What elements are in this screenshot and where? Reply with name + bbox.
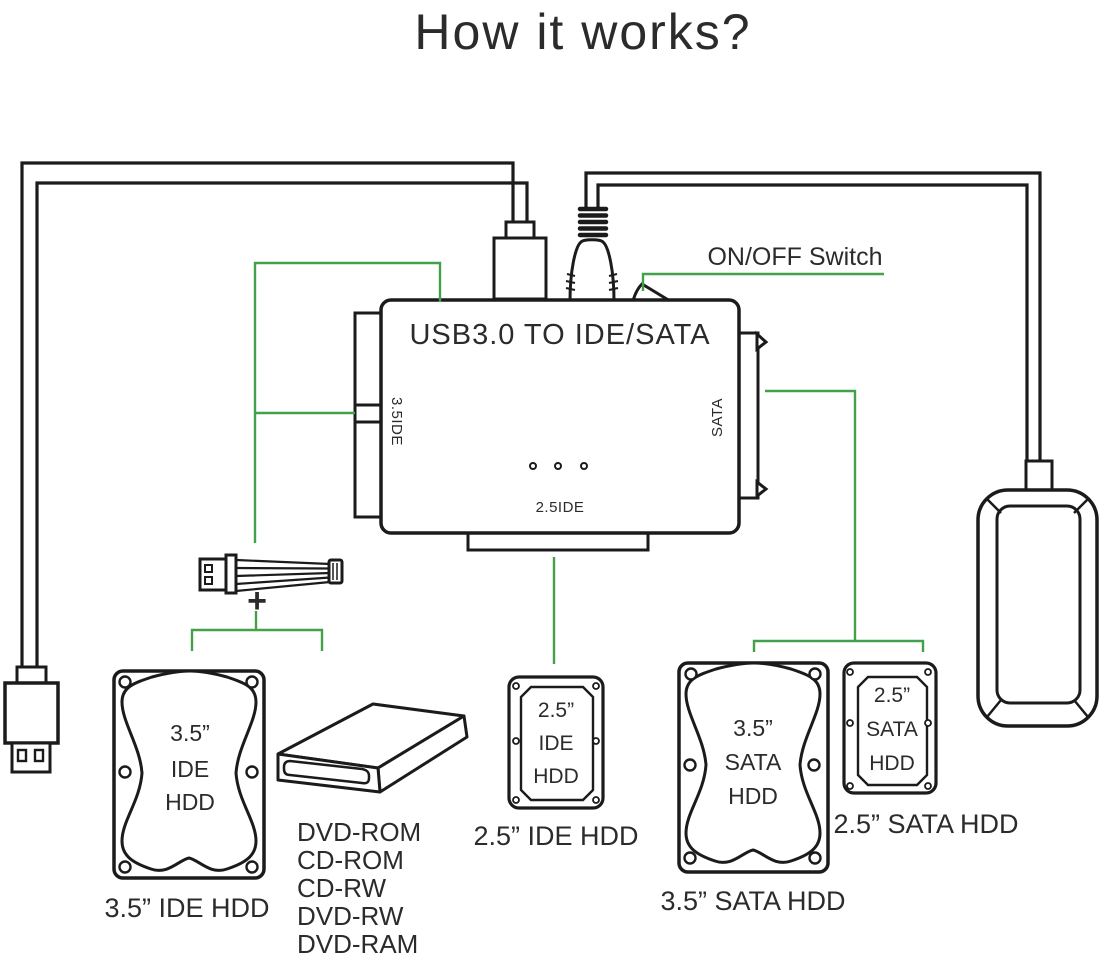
svg-text:DVD-RW: DVD-RW xyxy=(297,901,404,931)
hdd-35-ide xyxy=(112,669,266,880)
hdd-25-sata-bus: SATA xyxy=(866,718,918,741)
hdd-25-sata-caption: 2.5” SATA HDD xyxy=(833,809,1018,839)
optical-drive xyxy=(276,702,469,794)
sata-port xyxy=(736,331,760,500)
hdd-35-ide-bus: IDE xyxy=(171,756,209,782)
svg-text:CD-RW: CD-RW xyxy=(297,873,387,903)
strain-relief xyxy=(1024,459,1054,494)
port-bottom-label: 2.5IDE xyxy=(536,499,585,516)
usb-cable-outer xyxy=(20,161,515,667)
plug-ridges xyxy=(577,206,609,238)
screw-holes xyxy=(846,668,932,790)
ide-35-port xyxy=(353,311,384,519)
svg-text:DVD-ROM: DVD-ROM xyxy=(297,817,421,847)
hdd-35-sata xyxy=(677,661,830,874)
hdd-body-curve xyxy=(120,669,258,872)
line-ide-branch xyxy=(253,261,442,543)
power-adapter-brick xyxy=(976,459,1099,728)
svg-text:DVD-RAM: DVD-RAM xyxy=(297,929,418,959)
led-dots xyxy=(529,462,588,470)
hdd-body-curve xyxy=(684,661,822,864)
hdd-35-ide-type: HDD xyxy=(165,789,215,815)
power-cable-outer xyxy=(584,171,1042,461)
svg-text:CD-ROM: CD-ROM xyxy=(297,845,404,875)
sata-port-tab-bottom xyxy=(755,478,769,500)
hdd-35-sata-size: 3.5” xyxy=(733,715,773,741)
adapter-ports xyxy=(353,311,769,552)
hdd-25-sata xyxy=(842,661,938,795)
hdd-inner-panel xyxy=(856,675,929,787)
bracket-sata-devices xyxy=(752,639,925,652)
molex-power-lead xyxy=(198,553,344,595)
disc-slot xyxy=(282,759,371,785)
hdd-35-ide-size: 3.5” xyxy=(170,720,210,746)
sata-port-tab-top xyxy=(755,330,769,353)
line-sata-branch xyxy=(765,389,857,640)
power-cable-inner xyxy=(596,183,1029,461)
hdd-35-sata-type: HDD xyxy=(728,783,778,809)
hdd-35-sata-caption: 3.5” SATA HDD xyxy=(660,886,845,916)
usb-plug-top xyxy=(492,220,548,301)
screw-holes xyxy=(512,682,600,804)
hdd-25-ide xyxy=(507,675,605,810)
bracket-ide-devices xyxy=(190,628,324,651)
screw-holes xyxy=(683,667,822,865)
switch-label: ON/OFF Switch xyxy=(707,243,882,271)
hdd-25-sata-type: HDD xyxy=(869,752,915,775)
hdd-inner-panel xyxy=(519,685,595,802)
hdd-35-sata-bus: SATA xyxy=(725,749,782,775)
usb-a-connector xyxy=(3,665,60,774)
plug-ribs xyxy=(565,273,619,291)
page-title: How it works? xyxy=(414,4,751,60)
hdd-25-sata-size: 2.5” xyxy=(874,684,910,707)
cables xyxy=(20,161,1042,667)
hdd-25-ide-caption: 2.5” IDE HDD xyxy=(473,821,638,851)
adapter-label: USB3.0 TO IDE/SATA xyxy=(409,319,710,351)
usb-cable-inner xyxy=(35,181,529,667)
green-connector-lines xyxy=(190,261,925,664)
line-switch-pointer xyxy=(641,272,884,291)
dc-barrel-plug xyxy=(565,206,619,303)
hdd-25-ide-size: 2.5” xyxy=(538,699,574,722)
hdd-25-ide-type: HDD xyxy=(533,765,579,788)
port-left-label: 3.5IDE xyxy=(388,397,405,446)
plus-sign: + xyxy=(247,582,267,620)
hdd-25-ide-bus: IDE xyxy=(538,732,573,755)
corner-bevels xyxy=(986,498,1089,718)
port-right-label: SATA xyxy=(709,398,726,437)
screw-holes xyxy=(118,675,259,874)
hdd-35-ide-caption: 3.5” IDE HDD xyxy=(104,893,269,923)
optical-drive-types: DVD-ROM CD-ROM CD-RW DVD-RW DVD-RAM xyxy=(297,817,421,959)
plug-body xyxy=(568,238,616,303)
adapter-box xyxy=(379,298,741,535)
